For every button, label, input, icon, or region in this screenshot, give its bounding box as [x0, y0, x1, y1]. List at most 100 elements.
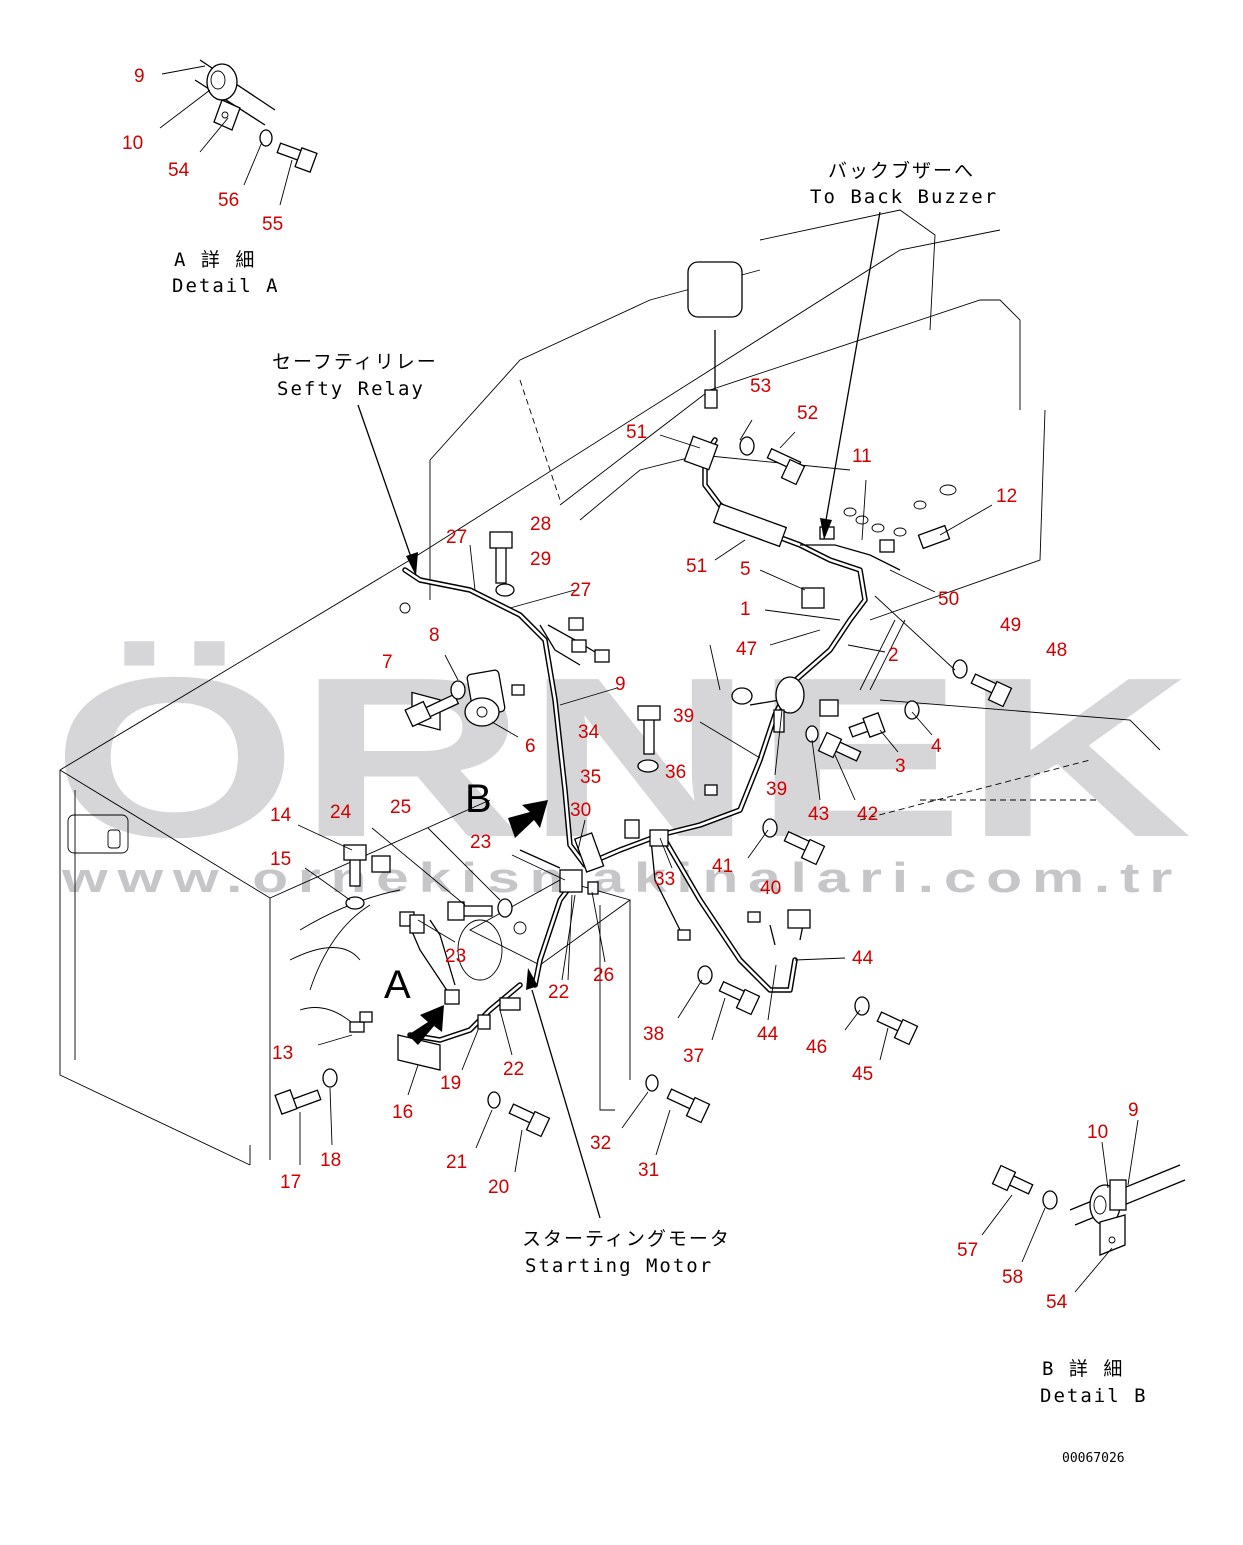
callout-58: 58 [1002, 1267, 1023, 1288]
callout-37: 37 [683, 1046, 704, 1067]
watermark-brand: ÖRNEK [52, 631, 1192, 885]
bolt-45 [876, 1011, 919, 1046]
bolt-24 [447, 901, 493, 921]
back-buzzer-label-en: To Back Buzzer [810, 186, 998, 208]
washer-25 [497, 898, 513, 918]
bolt-48 [970, 673, 1013, 708]
callout-numbers: 9 10 54 56 55 53 52 51 51 11 12 5 50 1 4… [122, 66, 1139, 1313]
callout-40: 40 [760, 878, 781, 899]
callout-21: 21 [446, 1152, 467, 1173]
callout-46: 46 [806, 1037, 827, 1058]
callout-38: 38 [643, 1024, 664, 1045]
bolt-7 [404, 693, 460, 728]
detail-b-inset [1069, 1164, 1186, 1256]
callout-1: 1 [740, 599, 751, 620]
view-b-arrow [508, 800, 548, 838]
detail-a-title-jp: A 詳 細 [174, 249, 256, 271]
view-a-marker: A [384, 963, 411, 1007]
callout-14: 14 [270, 805, 292, 826]
bolt-3 [848, 712, 886, 738]
washer-49 [952, 659, 968, 679]
callout-11: 11 [852, 446, 872, 467]
back-buzzer-label-jp: バックブザーへ [828, 159, 975, 182]
callout-33: 33 [654, 869, 675, 890]
callout-9: 9 [615, 674, 626, 695]
leader-lines [159, 65, 1139, 1293]
callout-3: 3 [895, 756, 906, 777]
safety-relay-label-jp: セーフティリレー [272, 351, 438, 373]
washer-35 [637, 759, 659, 773]
bolt-17 [274, 1089, 322, 1115]
starting-motor-label-jp: スターティングモータ [522, 1228, 731, 1250]
view-a-arrow [408, 1005, 444, 1045]
callout-53: 53 [750, 376, 771, 397]
callout-23: 23 [445, 946, 466, 967]
callout-15: 15 [270, 849, 291, 870]
callout-39: 39 [673, 706, 694, 727]
washer-58 [1042, 1190, 1058, 1210]
callout-57: 57 [957, 1240, 978, 1261]
watermark: ÖRNEK www.ornekismakinalari.com.tr [52, 631, 1192, 901]
callout-18: 18 [320, 1150, 341, 1171]
callout-56: 56 [218, 190, 239, 211]
callout-28: 28 [530, 514, 551, 535]
callout-27: 27 [446, 527, 467, 548]
washer-15 [345, 896, 365, 910]
safety-relay-label-en: Sefty Relay [277, 378, 425, 400]
bolt-55 [276, 142, 318, 173]
callout-34: 34 [578, 722, 600, 743]
callout-23: 23 [470, 832, 491, 853]
callout-8: 8 [429, 625, 440, 646]
callout-44: 44 [757, 1024, 779, 1045]
callout-42: 42 [857, 804, 878, 825]
callout-10: 10 [1087, 1122, 1108, 1143]
callout-17: 17 [280, 1172, 301, 1193]
washer-32 [645, 1074, 659, 1092]
callout-20: 20 [488, 1177, 509, 1198]
callout-52: 52 [797, 403, 818, 424]
starting-motor-label-en: Starting Motor [525, 1255, 713, 1277]
detail-b-title-en: Detail B [1040, 1385, 1148, 1407]
callout-51: 51 [626, 422, 647, 443]
washer-18 [322, 1068, 338, 1088]
callout-13: 13 [272, 1043, 293, 1064]
washer-43 [805, 725, 819, 743]
bolt-42 [817, 731, 862, 762]
callout-9: 9 [134, 66, 145, 87]
callout-7: 7 [382, 652, 393, 673]
callout-9: 9 [1128, 1100, 1139, 1121]
bolt-52 [766, 447, 806, 486]
callout-19: 19 [440, 1073, 461, 1094]
callout-51: 51 [686, 556, 707, 577]
callout-35: 35 [580, 767, 601, 788]
bolt-31 [666, 1088, 711, 1124]
callout-4: 4 [931, 736, 942, 757]
callout-39: 39 [766, 779, 787, 800]
callout-41: 41 [712, 856, 733, 877]
bolt-28 [489, 531, 513, 584]
callout-29: 29 [530, 549, 551, 570]
callout-50: 50 [938, 589, 959, 610]
callout-49: 49 [1000, 615, 1021, 636]
callout-6: 6 [525, 736, 536, 757]
callout-25: 25 [390, 797, 411, 818]
bolt-36 [637, 705, 661, 755]
washer-38 [697, 965, 713, 985]
callout-22: 22 [548, 982, 569, 1003]
detail-a-title-en: Detail A [172, 275, 280, 297]
washer-46 [854, 996, 870, 1016]
callout-45: 45 [852, 1064, 873, 1085]
callout-54: 54 [1046, 1292, 1068, 1313]
washer-8 [450, 680, 466, 700]
callout-26: 26 [593, 965, 614, 986]
detail-b-title-jp: B 詳 細 [1042, 1358, 1124, 1380]
callout-27: 27 [570, 580, 591, 601]
callout-5: 5 [740, 559, 751, 580]
washer-4 [904, 700, 920, 720]
washer-29 [495, 583, 515, 597]
callout-55: 55 [262, 214, 283, 235]
callout-22: 22 [503, 1059, 524, 1080]
fasteners [259, 129, 1058, 1210]
